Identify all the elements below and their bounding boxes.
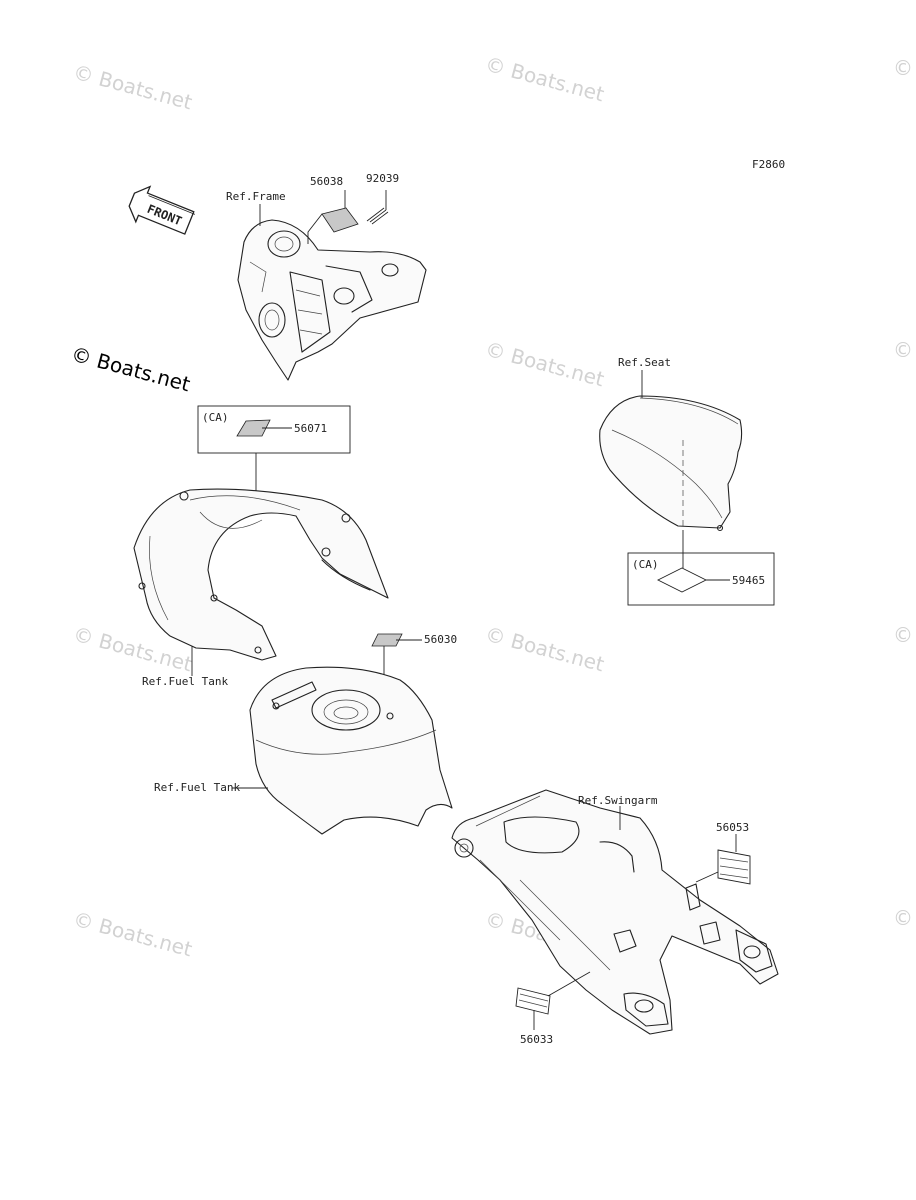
watermark: © Boats.net [483, 337, 607, 392]
label-59465-shape [656, 567, 708, 593]
fuel-tank-cover-drawing [133, 488, 389, 676]
label-56030-shape [371, 633, 403, 647]
ca-label-left: (CA) [202, 411, 229, 424]
label-56053-shape [717, 849, 751, 885]
seat-drawing [599, 370, 743, 568]
part-number-56071: 56071 [294, 422, 327, 435]
watermark: © Boats.net [71, 60, 195, 115]
ca-label-right: (CA) [632, 558, 659, 571]
part-number-56030: 56030 [424, 633, 457, 646]
swingarm-drawing [451, 789, 779, 1035]
watermark: © Boats.net [483, 52, 607, 107]
ca-box-right [627, 552, 775, 606]
watermark: © Boats.net [483, 622, 607, 677]
part-number-56038: 56038 [310, 175, 343, 188]
part-number-56033: 56033 [520, 1033, 553, 1046]
figure-id: F2860 [752, 158, 785, 171]
front-arrow-icon: FRONT [128, 185, 196, 235]
label-56033-shape [515, 987, 551, 1015]
frame-drawing [237, 190, 427, 381]
watermark: © Boats.net [71, 907, 195, 962]
ref-seat-label: Ref.Seat [618, 356, 671, 369]
label-56038-shape [321, 207, 359, 233]
ca-box-left [197, 405, 351, 454]
part-number-56053: 56053 [716, 821, 749, 834]
copyright-icon: © [893, 338, 913, 362]
ref-fuel-tank-cover-label: Ref.Fuel Tank [142, 675, 228, 688]
part-number-92039: 92039 [366, 172, 399, 185]
watermark-main: © Boats.net [69, 342, 193, 397]
label-56071-shape [236, 419, 271, 437]
copyright-icon: © [893, 56, 913, 80]
copyright-icon: © [893, 623, 913, 647]
part-number-59465: 59465 [732, 574, 765, 587]
ref-fuel-tank-label: Ref.Fuel Tank [154, 781, 240, 794]
ref-swingarm-label: Ref.Swingarm [578, 794, 658, 807]
copyright-icon: © [893, 906, 913, 930]
fuel-tank-drawing [232, 666, 453, 835]
ref-frame-label: Ref.Frame [226, 190, 286, 203]
